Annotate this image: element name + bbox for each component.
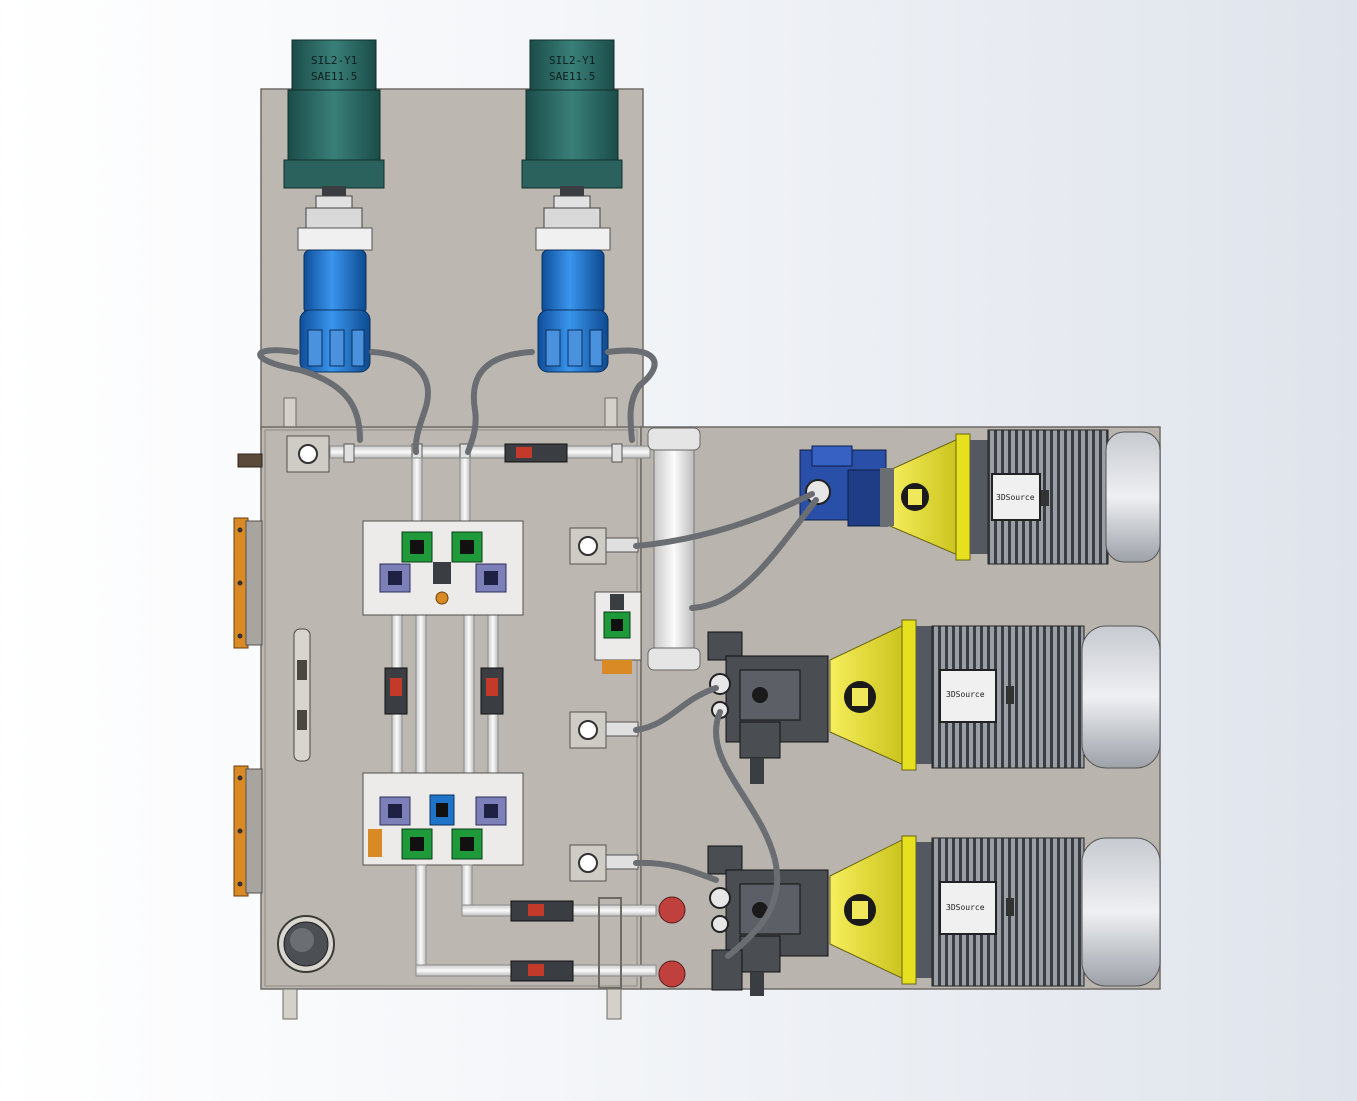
suction-port-top [286, 435, 330, 473]
motor-bottom: 3DSource [829, 835, 1161, 987]
oil-cooler [647, 427, 701, 671]
valve-green-3 [401, 828, 433, 860]
motor-bottom-nameplate: 3DSource [946, 903, 985, 912]
port-flange-3 [569, 844, 639, 882]
valve-purple-2 [475, 563, 507, 593]
motor-top-nameplate: 3DSource [996, 493, 1035, 502]
drain-plug [237, 453, 263, 468]
motor-top: 3DSource [889, 429, 1161, 565]
pressure-lines [415, 864, 686, 989]
filter-left-label-line2: SAE11.5 [311, 70, 357, 83]
return-manifold-pipe [329, 443, 651, 463]
filter-hoses [257, 347, 658, 455]
motor-middle-nameplate: 3DSource [946, 690, 985, 699]
valve-purple-3 [379, 796, 411, 826]
pump-hoses [633, 491, 819, 959]
valve-green-1 [401, 531, 433, 563]
filter-right-label-line1: SIL2-Y1 [549, 54, 595, 67]
filter-left-label-line1: SIL2-Y1 [311, 54, 357, 67]
motor-middle: 3DSource [829, 619, 1161, 771]
return-filter-right: SIL2-Y1 SAE11.5 [521, 39, 623, 373]
port-flange-1 [569, 527, 639, 565]
valve-block-lower [362, 772, 524, 866]
filler-breather [277, 915, 335, 973]
relief-valve-block [594, 591, 642, 674]
filter-right-label-line2: SAE11.5 [549, 70, 595, 83]
return-filter-left: SIL2-Y1 SAE11.5 [283, 39, 385, 373]
port-flange-2 [569, 711, 639, 749]
valve-green-2 [451, 531, 483, 563]
valve-purple-4 [475, 796, 507, 826]
sight-glass-stack [293, 628, 311, 762]
valve-purple-1 [379, 563, 411, 593]
valve-green-4 [451, 828, 483, 860]
pump-top [799, 445, 894, 527]
side-flange-lower [233, 765, 263, 897]
valve-blue [429, 794, 455, 826]
side-flange-upper [233, 517, 263, 649]
valve-block-upper [362, 520, 524, 616]
